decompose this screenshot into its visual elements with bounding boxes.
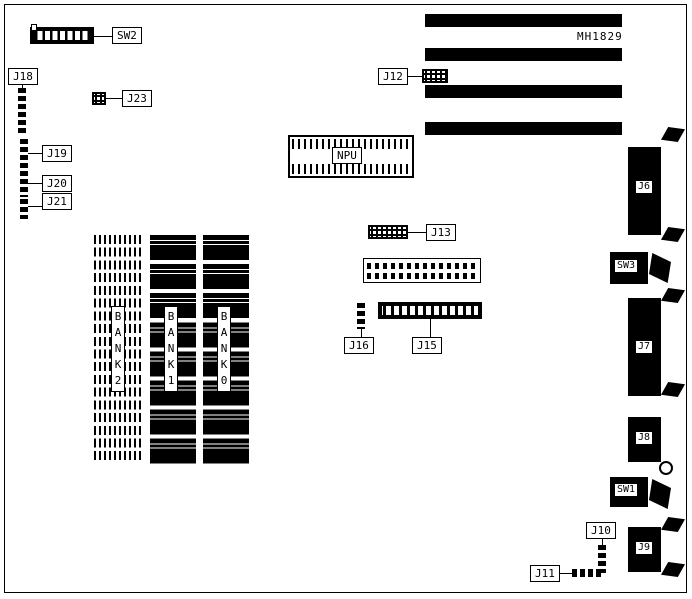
label-j16: J16 <box>344 337 374 354</box>
label-j8: J8 <box>635 431 654 445</box>
label-j12: J12 <box>378 68 408 85</box>
connector-j12 <box>422 69 448 83</box>
expansion-slot-4 <box>425 122 622 135</box>
label-j21: J21 <box>42 193 72 210</box>
label-bank1: BANK1 <box>164 306 178 392</box>
label-j11: J11 <box>530 565 560 582</box>
pin-header-j10 <box>598 545 606 573</box>
label-j19: J19 <box>42 145 72 162</box>
dip-switch-sw2-pin1-notch <box>31 24 37 31</box>
label-j9: J9 <box>635 541 654 555</box>
expansion-slot-3 <box>425 85 622 98</box>
label-sw2: SW2 <box>112 27 142 44</box>
label-j20: J20 <box>42 175 72 192</box>
label-j23: J23 <box>122 90 152 107</box>
port-bracket-j9-top <box>661 517 685 532</box>
port-bracket-j9-bottom <box>661 562 685 577</box>
connector-j23 <box>92 92 106 105</box>
part-number: MH1829 <box>577 30 623 43</box>
label-sw1: SW1 <box>614 483 639 497</box>
pin-header-j11 <box>572 569 602 577</box>
board-outline <box>4 4 687 593</box>
pin-header-j20 <box>20 171 28 197</box>
label-j13: J13 <box>426 224 456 241</box>
leader-j13 <box>408 232 426 233</box>
expansion-slot-1 <box>425 14 622 27</box>
leader-sw2 <box>94 36 112 37</box>
label-j6: J6 <box>635 180 654 194</box>
leader-j12 <box>408 76 422 77</box>
switch-lever-sw3 <box>649 253 671 283</box>
label-bank0: BANK0 <box>217 306 231 392</box>
label-j15: J15 <box>412 337 442 354</box>
leader-j11 <box>560 573 572 574</box>
npu-pins-top <box>292 139 410 149</box>
npu-pins-bottom <box>292 164 410 174</box>
pin-header-j19 <box>20 139 28 169</box>
label-sw3: SW3 <box>614 259 639 273</box>
label-bank2: BANK2 <box>111 306 125 392</box>
leader-j10 <box>602 539 603 545</box>
leader-j23 <box>106 98 122 99</box>
expansion-slot-2 <box>425 48 622 61</box>
leader-j15 <box>430 319 431 337</box>
pin-header-j16 <box>357 303 365 329</box>
memory-chips-bank0 <box>203 235 249 468</box>
port-bracket-j6-top <box>661 127 685 142</box>
dual-row-header <box>363 258 481 283</box>
label-npu: NPU <box>332 147 362 164</box>
leader-j16 <box>361 329 362 337</box>
label-j10: J10 <box>586 522 616 539</box>
connector-j13 <box>368 225 408 239</box>
connector-j15 <box>378 302 482 319</box>
port-circle-j8 <box>659 461 673 475</box>
leader-j21 <box>28 206 42 207</box>
label-j7: J7 <box>635 340 654 354</box>
port-bracket-j6-bottom <box>661 227 685 242</box>
pin-header-j18 <box>18 88 26 134</box>
switch-lever-sw1 <box>649 479 671 509</box>
leader-j19 <box>28 153 42 154</box>
port-bracket-j7-bottom <box>661 382 685 397</box>
label-j18: J18 <box>8 68 38 85</box>
leader-j20 <box>28 183 42 184</box>
pin-header-j21 <box>20 199 28 219</box>
port-bracket-j7-top <box>661 288 685 303</box>
leader-j18 <box>22 85 23 88</box>
dip-switch-sw2 <box>30 27 94 44</box>
